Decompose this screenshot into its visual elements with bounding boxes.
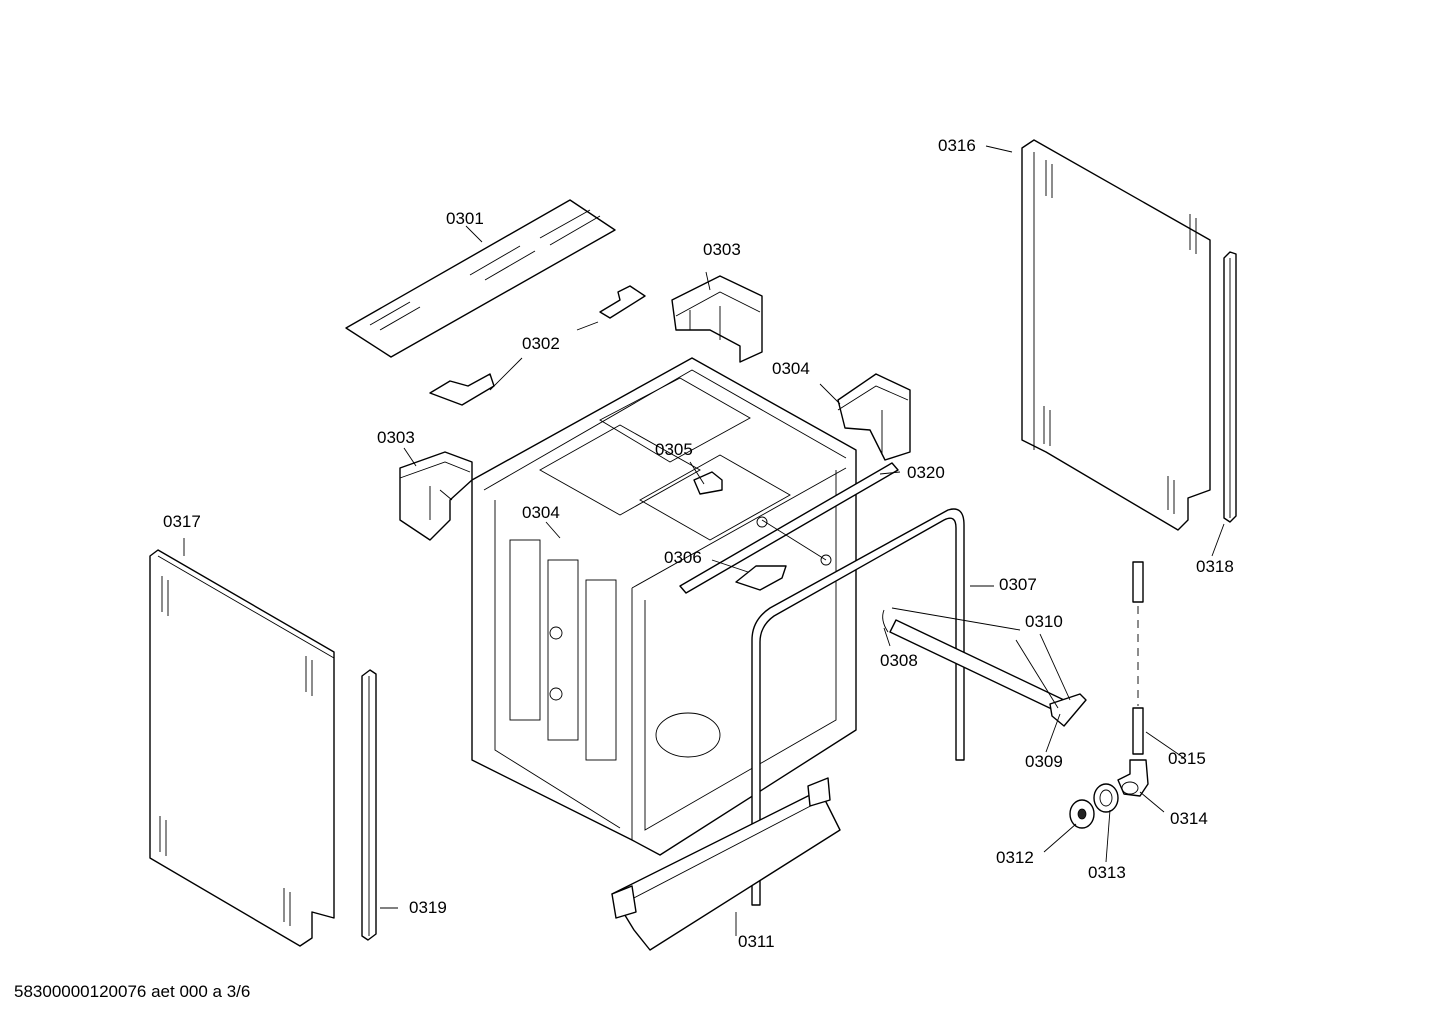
label-0312: 0312 [996,848,1034,867]
part-0312-nut [1069,799,1095,829]
part-0307-u-frame [751,508,965,906]
part-0316-right-panel [1021,139,1211,531]
label-0315: 0315 [1168,749,1206,768]
document-footer-code: 58300000120076 aet 000 a 3/6 [14,982,251,1001]
label-0304-front: 0304 [522,503,560,522]
label-0305: 0305 [655,440,693,459]
label-0314: 0314 [1170,809,1208,828]
label-0313: 0313 [1088,863,1126,882]
label-0317: 0317 [163,512,201,531]
label-0304-right: 0304 [772,359,810,378]
label-0309: 0309 [1025,752,1063,771]
label-0316: 0316 [938,136,976,155]
part-0317-left-panel [149,549,335,947]
label-0320: 0320 [907,463,945,482]
leader-lines [183,145,1225,936]
part-0314-elbow [1117,759,1149,797]
label-0306: 0306 [664,548,702,567]
part-0301-cover-plate [345,199,616,358]
label-0303-right: 0303 [703,240,741,259]
label-0307: 0307 [999,575,1037,594]
label-0319: 0319 [409,898,447,917]
part-0303-left-block [399,451,473,541]
label-0302: 0302 [522,334,560,353]
label-0318: 0318 [1196,557,1234,576]
part-0311-bottom-channel [611,777,841,951]
label-0301: 0301 [446,209,484,228]
part-0315-hose [1132,561,1144,755]
part-0303-right-block [671,275,763,363]
label-0308: 0308 [880,651,918,670]
part-0306-wing-nut [735,516,832,591]
part-0320-front-rail [679,462,899,594]
part-0304-right-holder [837,373,911,461]
part-0302-brackets [429,285,646,406]
tub-body [471,357,857,856]
label-0310: 0310 [1025,612,1063,631]
label-0303-left: 0303 [377,428,415,447]
part-0313-ring [1093,783,1119,813]
part-0319-left-strip [361,669,377,941]
label-0311: 0311 [738,932,775,951]
part-0318-right-strip [1223,251,1237,523]
